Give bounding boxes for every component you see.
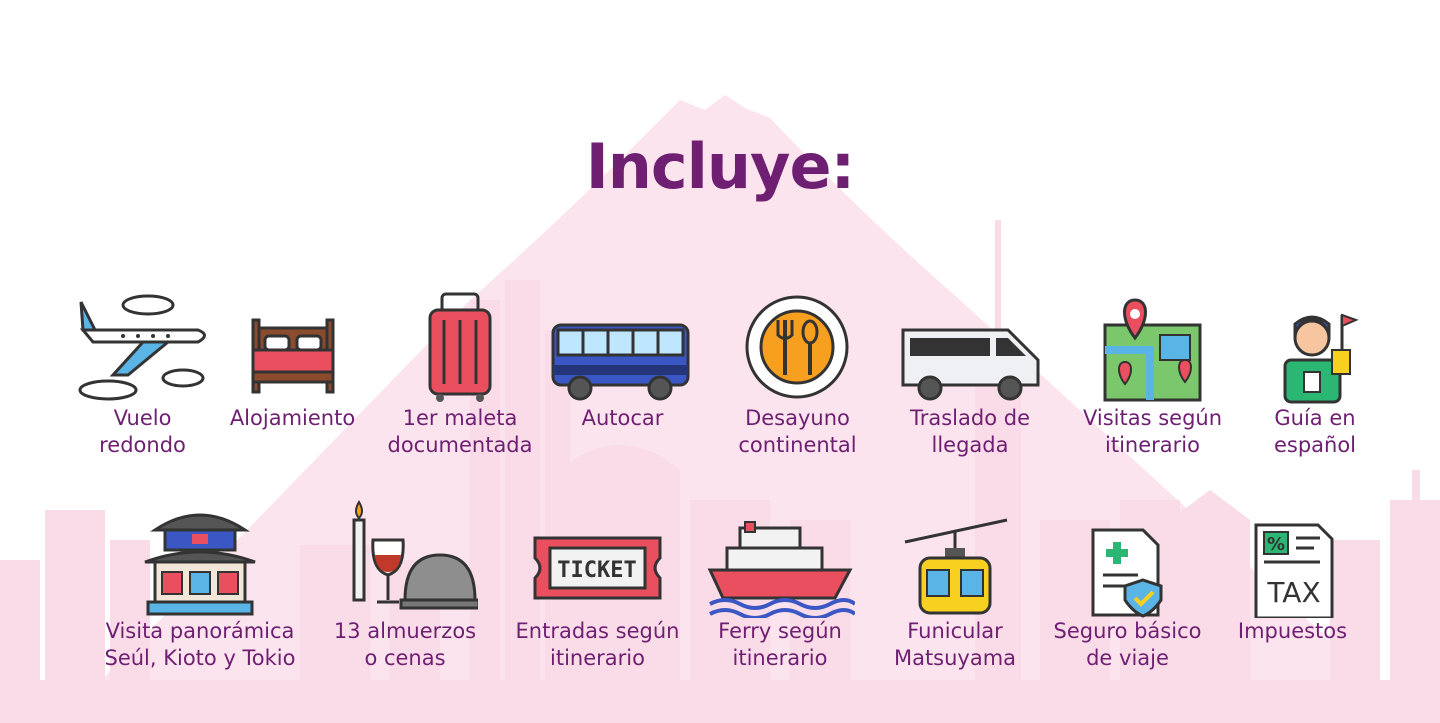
tax-document-icon: % TAX bbox=[1254, 523, 1333, 618]
item-label: Traslado de llegada bbox=[910, 406, 1030, 457]
item-label: Alojamiento bbox=[229, 406, 356, 430]
item-lodging: Alojamiento bbox=[220, 290, 365, 432]
suitcase-icon bbox=[428, 292, 492, 402]
item-label: Visitas según itinerario bbox=[1082, 406, 1223, 457]
bus-icon bbox=[551, 323, 689, 401]
item-flight: Vuelo redondo bbox=[70, 290, 215, 459]
svg-text:%: % bbox=[1266, 534, 1284, 555]
item-coach: Autocar bbox=[545, 290, 700, 432]
ticket-text: TICKET bbox=[557, 558, 636, 583]
item-panoramic-visit: Visita panorámica Seúl, Kioto y Tokio bbox=[85, 500, 315, 672]
page-title: Incluye: bbox=[585, 130, 856, 203]
item-label: Seguro básico de viaje bbox=[1053, 619, 1202, 670]
item-insurance: Seguro básico de viaje bbox=[1040, 500, 1215, 672]
item-label: Entradas según itinerario bbox=[515, 619, 680, 670]
dinner-cloche-icon bbox=[352, 500, 478, 610]
item-taxes: % TAX Impuestos bbox=[1225, 500, 1360, 645]
item-breakfast: Desayuno continental bbox=[720, 290, 875, 459]
item-transfer: Traslado de llegada bbox=[895, 290, 1045, 459]
item-label: 13 almuerzos o cenas bbox=[333, 619, 477, 670]
item-visits: Visitas según itinerario bbox=[1070, 290, 1235, 459]
breakfast-plate-icon bbox=[745, 295, 849, 399]
item-funicular: Funicular Matsuyama bbox=[880, 500, 1030, 672]
ticket-icon: TICKET bbox=[533, 536, 662, 600]
item-label: Ferry según itinerario bbox=[718, 619, 842, 670]
item-label: Visita panorámica Seúl, Kioto y Tokio bbox=[104, 619, 296, 670]
item-label: Vuelo redondo bbox=[99, 406, 186, 457]
item-ferry: Ferry según itinerario bbox=[700, 500, 860, 672]
item-label: Desayuno continental bbox=[738, 406, 857, 457]
item-label: Funicular Matsuyama bbox=[893, 619, 1017, 670]
tour-guide-icon bbox=[1283, 313, 1359, 404]
van-icon bbox=[901, 328, 1039, 401]
item-luggage: 1er maleta documentada bbox=[370, 290, 550, 459]
item-label: Impuestos bbox=[1237, 619, 1348, 643]
bed-icon bbox=[251, 318, 334, 394]
item-tickets: TICKET Entradas según itinerario bbox=[505, 500, 690, 672]
cable-car-icon bbox=[904, 518, 1008, 615]
airplane-icon bbox=[78, 294, 206, 401]
item-meals: 13 almuerzos o cenas bbox=[325, 500, 485, 672]
item-label: Autocar bbox=[581, 406, 664, 430]
item-label: 1er maleta documentada bbox=[387, 406, 533, 457]
tax-text: TAX bbox=[1266, 576, 1320, 609]
insurance-document-icon bbox=[1091, 528, 1162, 618]
map-pins-icon bbox=[1103, 298, 1202, 402]
pagoda-icon bbox=[144, 513, 256, 616]
item-label: Guía en español bbox=[1273, 406, 1357, 457]
item-guide: Guía en español bbox=[1255, 290, 1375, 459]
ferry-icon bbox=[707, 521, 855, 618]
